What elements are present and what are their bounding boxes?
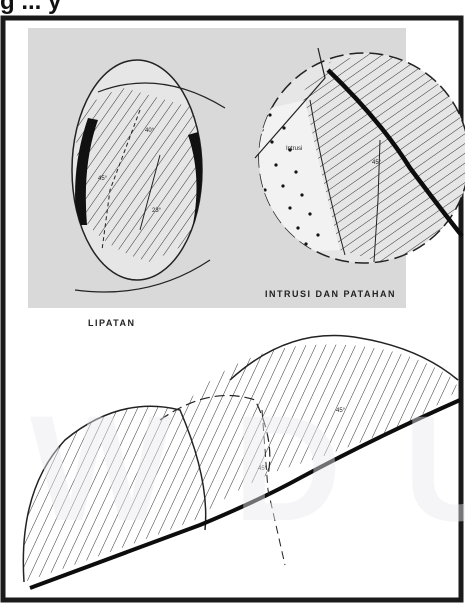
intrusion-word: Intrusi	[286, 146, 302, 152]
dip-label-1: 40°	[145, 128, 155, 134]
dip-label-4: 45°	[372, 160, 382, 166]
intrusion-fault-label: INTRUSI DAN PATAHAN	[265, 289, 396, 299]
fold-label: LIPATAN	[88, 318, 136, 328]
dip-label-2: 45°	[98, 176, 108, 182]
dip-label-5: 45°	[336, 408, 346, 414]
dip-label-3: 23°	[152, 208, 162, 214]
dip-label-6: 45°	[258, 466, 268, 472]
